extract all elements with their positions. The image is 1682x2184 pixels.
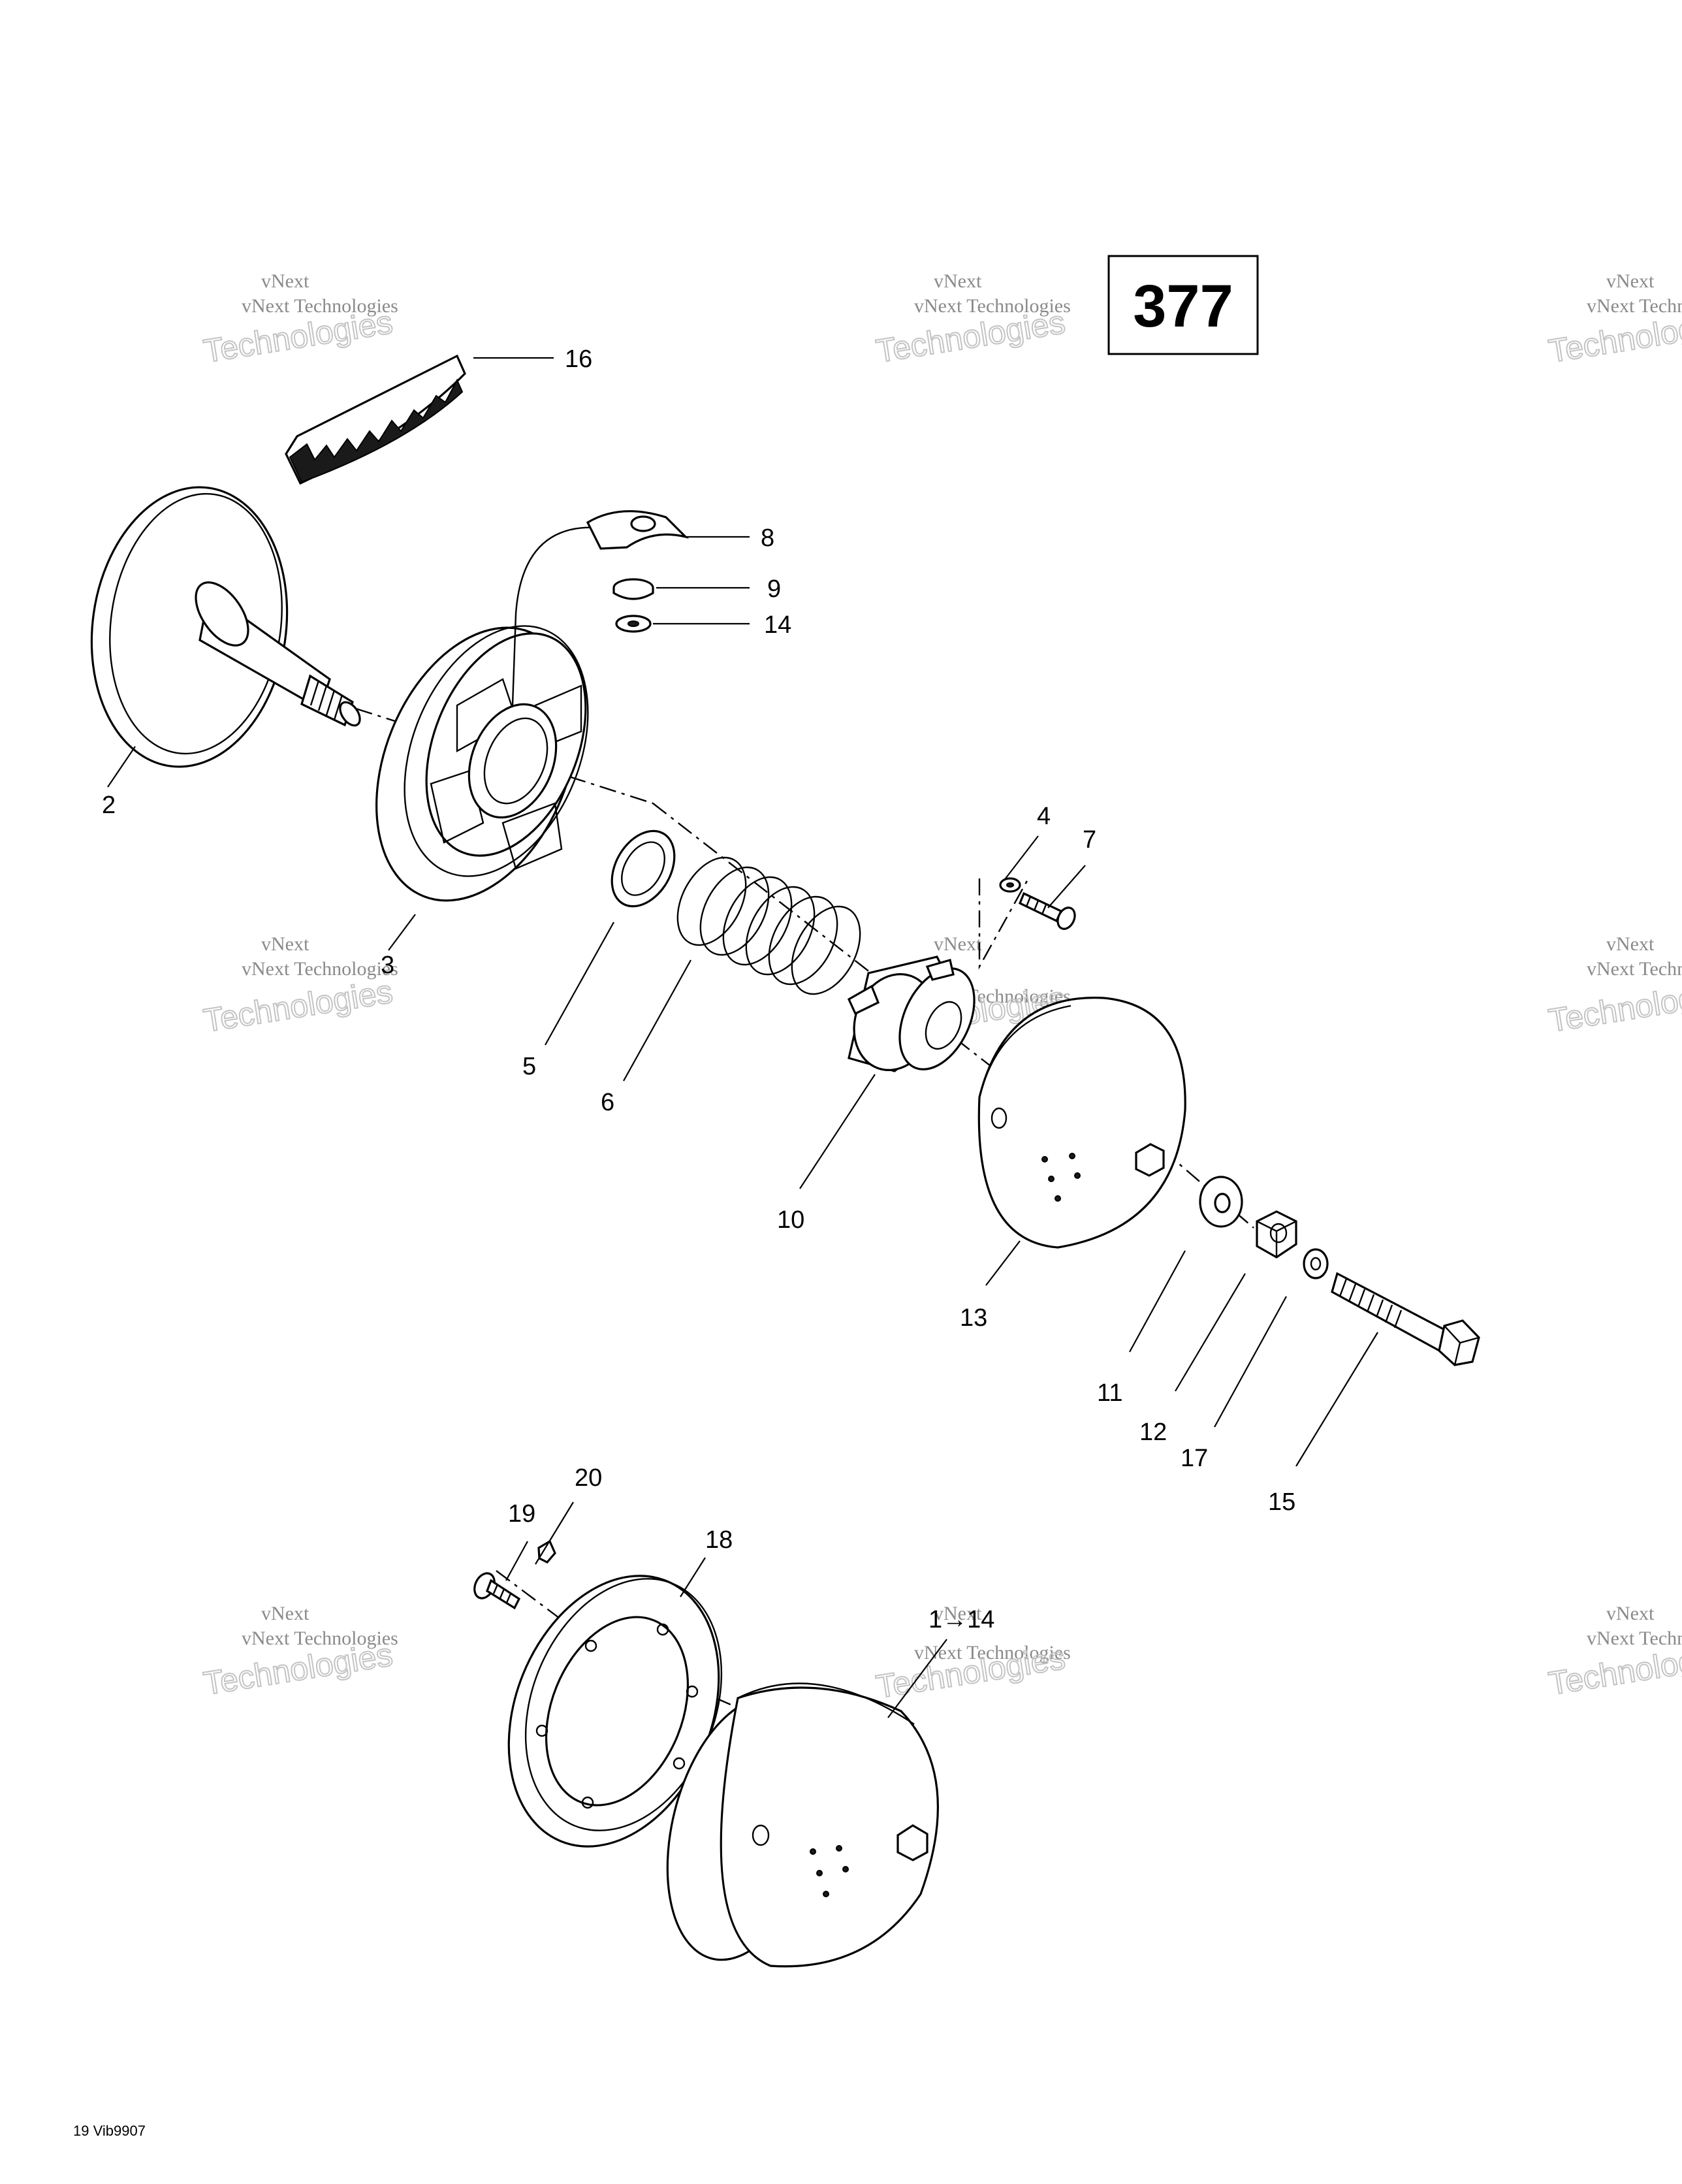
part-18-ring-plate: [507, 1575, 723, 1848]
callout-19: 19: [508, 1500, 535, 1528]
svg-text:vNext: vNext: [934, 270, 982, 292]
callout-2: 2: [102, 792, 116, 819]
svg-text:vNext Technologies: vNext Technologies: [242, 295, 398, 317]
callout-9: 9: [767, 575, 781, 603]
part-9-cushion: [612, 578, 654, 600]
part-10-spider: [847, 956, 976, 1072]
callout-16: 16: [565, 345, 592, 373]
callout-15: 15: [1268, 1488, 1295, 1516]
part-7-screw: [1018, 891, 1076, 930]
part-13-cover: [977, 997, 1186, 1249]
part-15-bolt: [1331, 1272, 1480, 1366]
assembly-1-14-cover: [666, 1682, 939, 1968]
part-5-ring: [611, 829, 676, 908]
watermark-top-center: vNext vNext Technologies Technologies: [873, 270, 1071, 370]
callout-6: 6: [601, 1089, 614, 1116]
part-19-screw: [473, 1572, 521, 1610]
watermark-top-left: vNext vNext Technologies Technologies: [200, 270, 398, 370]
drawing-code: 19 Vib9907: [73, 2123, 146, 2139]
svg-text:vNext: vNext: [261, 933, 309, 955]
part-8-slider-shoe: [586, 510, 690, 550]
svg-text:vNext Technologies: vNext Technologies: [1587, 1628, 1682, 1649]
callout-12: 12: [1139, 1419, 1167, 1446]
part-11-washer: [1199, 1176, 1243, 1228]
callout-18: 18: [705, 1526, 733, 1554]
page-number: 377: [1133, 273, 1233, 340]
svg-text:vNext: vNext: [1606, 933, 1655, 955]
watermark-mid-right: vNext vNext Technologies Technologies: [1546, 933, 1682, 1040]
part-8-guide-line: [511, 526, 600, 706]
callout-11: 11: [1097, 1379, 1122, 1407]
watermark-bottom-left: vNext vNext Technologies Technologies: [200, 1603, 398, 1703]
callout-14: 14: [764, 611, 791, 639]
svg-text:vNext Technologies: vNext Technologies: [914, 295, 1071, 317]
callout-20: 20: [575, 1464, 602, 1492]
callout-10: 10: [777, 1206, 804, 1234]
callout-1-14: 1→14: [928, 1606, 994, 1633]
callout-17: 17: [1181, 1445, 1208, 1472]
axis-to-bolt: [978, 878, 1030, 970]
callout-8: 8: [761, 524, 774, 552]
part-4-washer: [999, 877, 1021, 893]
watermark-top-right: vNext vNext Technologies Technologies: [1546, 270, 1682, 370]
svg-text:vNext Technologies: vNext Technologies: [914, 1642, 1071, 1663]
svg-text:vNext Technologies: vNext Technologies: [242, 1628, 398, 1649]
svg-text:Technologies: Technologies: [201, 973, 395, 1039]
part-17-lock-washer: [1303, 1248, 1329, 1279]
svg-text:vNext Technologies: vNext Technologies: [1587, 958, 1682, 980]
svg-text:vNext: vNext: [261, 1603, 309, 1624]
watermark-mid-left: vNext vNext Technologies Technologies: [200, 933, 398, 1040]
svg-text:vNext: vNext: [1606, 1603, 1655, 1624]
callout-13: 13: [960, 1304, 987, 1332]
leader-lines: [107, 357, 1378, 1718]
part-6-spring: [676, 856, 861, 995]
svg-text:vNext: vNext: [934, 1603, 982, 1624]
svg-text:vNext Technologies: vNext Technologies: [1587, 295, 1682, 317]
svg-text:vNext: vNext: [261, 270, 309, 292]
svg-text:vNext: vNext: [1606, 270, 1655, 292]
callout-7: 7: [1083, 826, 1096, 854]
svg-text:vNext Technologies: vNext Technologies: [242, 958, 398, 980]
part-3-movable-sheave: [375, 625, 589, 902]
part-16-ramp: [285, 354, 466, 485]
part-12-nut: [1256, 1210, 1297, 1259]
page-number-box: 377: [1107, 255, 1259, 355]
part-14-washer: [615, 615, 652, 633]
callout-3: 3: [381, 952, 394, 979]
svg-text:Technologies: Technologies: [1546, 973, 1682, 1039]
callout-5: 5: [522, 1053, 536, 1080]
callout-4: 4: [1037, 803, 1051, 830]
svg-text:vNext: vNext: [934, 933, 982, 955]
part-2-fixed-sheave: [90, 486, 361, 768]
watermark-bottom-right: vNext vNext Technologies Technologies: [1546, 1603, 1682, 1703]
